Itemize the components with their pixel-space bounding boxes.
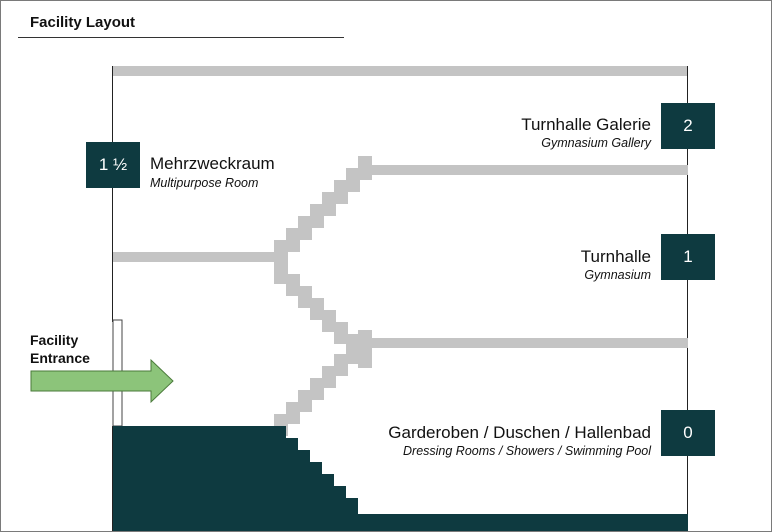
entrance-label-line-1: Facility bbox=[30, 332, 79, 348]
stair-down-to-gym-step bbox=[286, 274, 300, 296]
stair-down-to-basement-step bbox=[346, 342, 360, 364]
stair-down-to-gym-step bbox=[274, 262, 288, 284]
stair-up-to-gallery-step bbox=[274, 240, 288, 264]
level-1-5-badge: 1 ½ bbox=[86, 142, 140, 188]
roof-slab bbox=[113, 66, 687, 76]
entrance-label: Facility Entrance bbox=[30, 331, 90, 367]
stair-up-to-gallery-step bbox=[346, 168, 360, 192]
level-0-badge: 0 bbox=[661, 410, 715, 456]
title-underline bbox=[18, 37, 344, 38]
stair-up-to-gallery-step bbox=[298, 216, 312, 240]
diagram-title: Facility Layout bbox=[30, 14, 136, 31]
level-0-subtitle: Dressing Rooms / Showers / Swimming Pool bbox=[403, 444, 651, 458]
stair-down-to-basement-step bbox=[322, 366, 336, 388]
level-1-badge: 1 bbox=[661, 234, 715, 280]
stair-down-to-basement-step bbox=[286, 402, 300, 424]
entrance-label-line-2: Entrance bbox=[30, 350, 90, 366]
stair-down-to-gym-step bbox=[310, 298, 324, 320]
stair-up-to-gallery-step bbox=[286, 228, 300, 252]
level-2-name: Turnhalle Galerie bbox=[521, 115, 651, 134]
entrance-arrow-icon bbox=[30, 358, 174, 404]
level-1-5-name: Mehrzweckraum bbox=[150, 154, 275, 173]
level-1-name: Turnhalle bbox=[580, 247, 651, 266]
stair-down-to-basement-step bbox=[310, 378, 324, 400]
floor-level-2 bbox=[360, 165, 688, 175]
stair-down-to-gym-step bbox=[298, 286, 312, 308]
stair-up-to-gallery-step bbox=[310, 204, 324, 228]
level-1-subtitle: Gymnasium bbox=[584, 268, 651, 282]
level-0-name: Garderoben / Duschen / Hallenbad bbox=[388, 423, 651, 442]
stair-down-to-basement-step bbox=[334, 354, 348, 376]
level-1-5-subtitle: Multipurpose Room bbox=[150, 176, 259, 190]
stair-down-to-gym-step bbox=[334, 322, 348, 344]
level-2-subtitle: Gymnasium Gallery bbox=[541, 136, 651, 150]
floor-level-1 bbox=[360, 338, 688, 348]
stair-up-to-gallery-step bbox=[322, 192, 336, 216]
stair-down-to-gym-step bbox=[322, 310, 336, 332]
stair-down-to-basement-step bbox=[298, 390, 312, 412]
stair-up-to-gallery-step bbox=[358, 156, 372, 180]
stair-down-to-basement-step bbox=[358, 330, 372, 352]
level-2-badge: 2 bbox=[661, 103, 715, 149]
staircases bbox=[274, 156, 372, 436]
stair-up-to-gallery-step bbox=[334, 180, 348, 204]
floor-level-1-5 bbox=[113, 252, 278, 262]
basement-mass bbox=[113, 426, 688, 531]
